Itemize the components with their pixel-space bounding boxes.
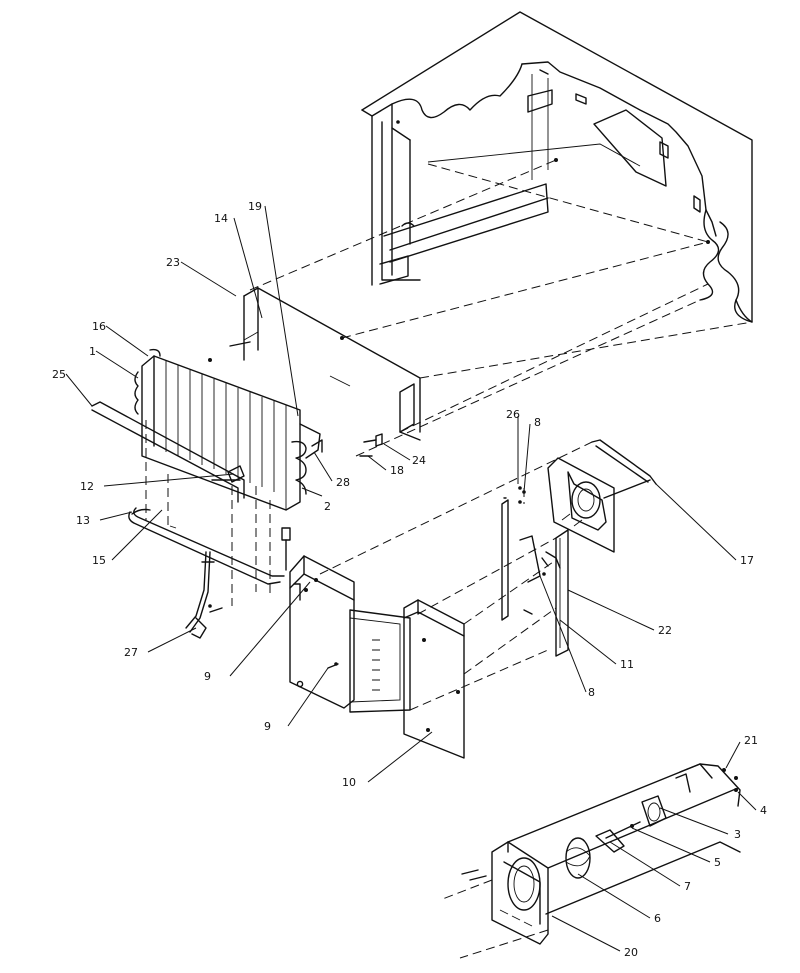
callout-leaders <box>65 205 757 952</box>
callout-19: 19 <box>248 200 262 213</box>
evaporator-coil <box>134 348 323 511</box>
callout-16: 16 <box>92 320 106 333</box>
callout-1: 1 <box>89 345 96 358</box>
fan-shroud-panel <box>403 599 465 759</box>
callout-3: 3 <box>734 828 741 841</box>
callout-22: 22 <box>658 624 672 637</box>
callout-13: 13 <box>76 514 90 527</box>
callout-labels: 1 2 3 4 5 6 7 8 8 9 9 10 11 12 13 14 15 … <box>52 200 767 959</box>
callout-8a: 8 <box>534 416 541 429</box>
wire-harness <box>185 551 215 639</box>
fan-bracket-17 <box>547 439 657 553</box>
defrost-heater <box>128 507 285 585</box>
cabinet-liner <box>361 11 753 323</box>
evaporator-cover <box>207 287 421 441</box>
duct-rails <box>501 486 569 657</box>
terminal-plug <box>281 527 301 601</box>
callout-26: 26 <box>506 408 520 421</box>
callout-7: 7 <box>684 880 691 893</box>
callout-18: 18 <box>390 464 404 477</box>
callout-15: 15 <box>92 554 106 567</box>
assembly-lines <box>145 159 753 959</box>
callout-27: 27 <box>124 646 138 659</box>
callout-12: 12 <box>80 480 94 493</box>
callout-21: 21 <box>744 734 758 747</box>
callout-10: 10 <box>342 776 356 789</box>
callout-5: 5 <box>714 856 721 869</box>
callout-9a: 9 <box>204 670 211 683</box>
callout-11: 11 <box>620 658 634 671</box>
callout-25: 25 <box>52 368 66 381</box>
callout-6: 6 <box>654 912 661 925</box>
callout-17: 17 <box>740 554 754 567</box>
callout-8b: 8 <box>588 686 595 699</box>
callout-24: 24 <box>412 454 426 467</box>
evaporator-back-panel <box>289 555 411 713</box>
drain-tube <box>91 401 245 503</box>
callout-14: 14 <box>214 212 228 225</box>
evaporator-fan-assembly <box>461 763 741 945</box>
callout-2: 2 <box>324 500 331 513</box>
callout-20: 20 <box>624 946 638 959</box>
callout-28: 28 <box>336 476 350 489</box>
callout-9b: 9 <box>264 720 271 733</box>
callout-4: 4 <box>760 804 767 817</box>
callout-23: 23 <box>166 256 180 269</box>
